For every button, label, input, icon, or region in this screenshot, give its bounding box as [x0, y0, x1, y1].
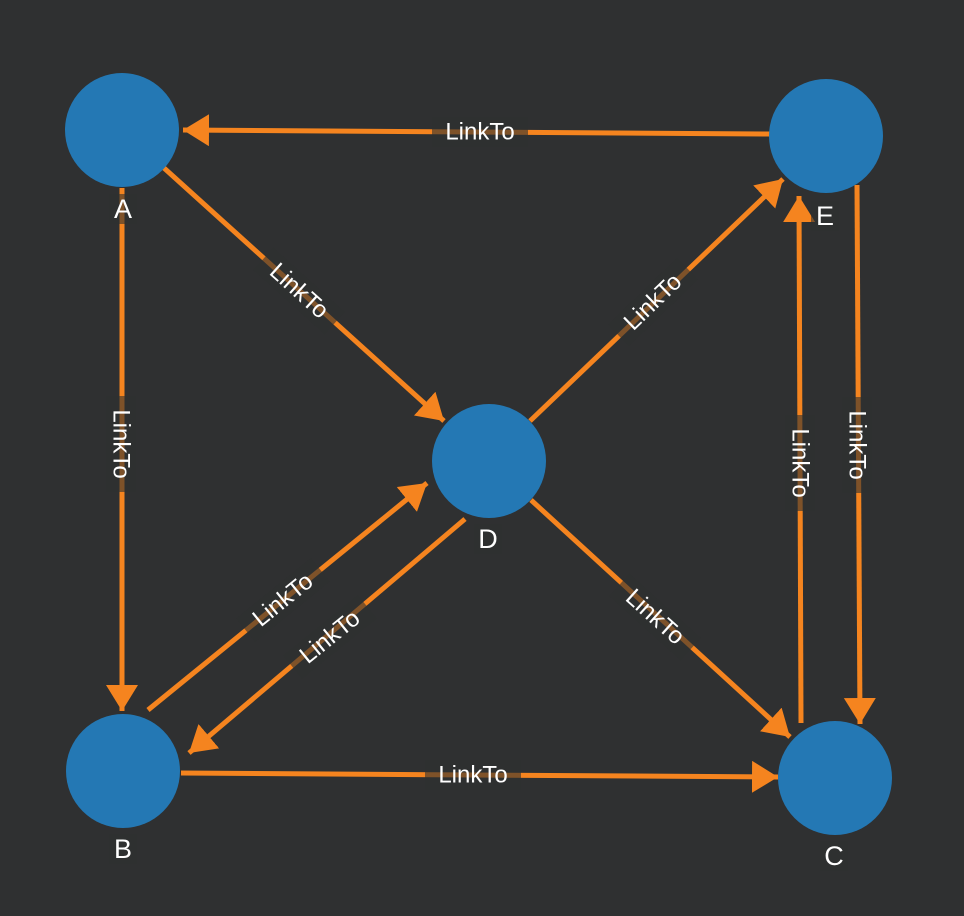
- nodes-layer: [65, 73, 892, 835]
- node-labels-layer: A B C D E: [109, 194, 848, 871]
- edge-B-C-label-text: LinkTo: [438, 762, 507, 789]
- edge-E-C-label-text: LinkTo: [844, 410, 871, 479]
- node-C-label-text: C: [824, 841, 844, 871]
- edge-A-B-label: LinkTo: [106, 396, 136, 492]
- node-A-label: A: [109, 194, 137, 224]
- node-D-label: D: [474, 524, 502, 554]
- edge-E-A-label: LinkTo: [432, 117, 528, 147]
- node-C-label: C: [820, 841, 848, 871]
- edge-A-B-label-text: LinkTo: [108, 409, 135, 478]
- node-E[interactable]: [769, 79, 883, 193]
- node-E-label: E: [811, 201, 839, 231]
- edge-C-E-label-text: LinkTo: [787, 428, 814, 497]
- node-C[interactable]: [778, 721, 892, 835]
- node-B-label: B: [109, 834, 137, 864]
- node-A[interactable]: [65, 73, 179, 187]
- node-A-label-text: A: [114, 194, 132, 224]
- edge-E-C-label: LinkTo: [842, 397, 872, 493]
- node-E-label-text: E: [816, 201, 834, 231]
- node-D[interactable]: [432, 404, 546, 518]
- edge-B-C-label: LinkTo: [425, 760, 521, 790]
- node-D-label-text: D: [478, 524, 498, 554]
- edge-E-A-label-text: LinkTo: [445, 119, 514, 146]
- node-B[interactable]: [66, 714, 180, 828]
- edge-C-E-label: LinkTo: [785, 415, 815, 511]
- node-B-label-text: B: [114, 834, 132, 864]
